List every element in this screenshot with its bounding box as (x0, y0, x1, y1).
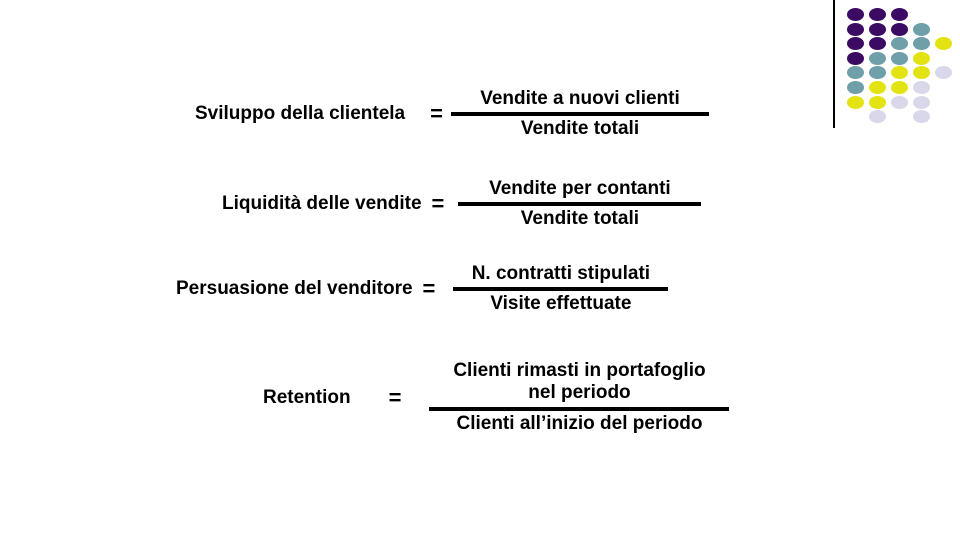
decorative-dot (913, 110, 930, 124)
fraction-bar (429, 406, 730, 411)
decorative-dot (847, 22, 864, 36)
fraction-numerator: N. contratti stipulati (471, 263, 651, 284)
formula-row-liquidita-delle-vendite: Liquidità delle vendite = Vendite per co… (222, 178, 702, 231)
vertical-divider-line (833, 0, 835, 128)
fraction-denominator: Clienti all’inizio del periodo (456, 412, 703, 434)
decorative-dot (935, 37, 952, 51)
formula-label: Retention (263, 386, 351, 408)
fraction-bar (453, 287, 669, 292)
dot-grid-icon (847, 8, 957, 126)
decorative-dot (891, 95, 908, 109)
decorative-dot (847, 51, 864, 65)
equals-sign: = (431, 191, 445, 217)
decorative-dot (913, 81, 930, 94)
decorative-dot (847, 95, 864, 109)
decorative-dot (869, 81, 886, 94)
decorative-dot (935, 66, 952, 80)
decorative-dot (869, 95, 886, 109)
decorative-dot (913, 51, 930, 65)
decorative-dot (869, 22, 886, 36)
formula-label: Liquidità delle vendite (222, 193, 422, 215)
decorative-dot (847, 8, 864, 21)
equals-sign: = (430, 101, 443, 127)
formula-row-persuasione-del-venditore: Persuasione del venditore = N. contratti… (176, 263, 669, 316)
decorative-dot (913, 95, 930, 109)
decorative-dot (869, 51, 886, 65)
fraction-denominator: Vendite totali (520, 208, 640, 230)
formula-row-retention: Retention = Clienti rimasti in portafogl… (263, 360, 730, 435)
equals-sign: = (422, 276, 436, 302)
formula-label: Sviluppo della clientela (195, 103, 406, 125)
decorative-dot (869, 8, 886, 21)
decorative-dot (847, 81, 864, 94)
fraction: N. contratti stipulati Visite effettuate (453, 263, 669, 316)
decorative-dot (891, 37, 908, 51)
decorative-dot (891, 51, 908, 65)
fraction-numerator-line2: nel periodo (528, 382, 631, 404)
decorative-dot (913, 22, 930, 36)
corner-decoration (833, 0, 960, 130)
decorative-dot (869, 66, 886, 80)
decorative-dot (869, 110, 886, 124)
decorative-dot (891, 8, 908, 21)
fraction-bar (458, 202, 702, 207)
fraction: Vendite a nuovi clienti Vendite totali (450, 88, 709, 141)
decorative-dot (847, 66, 864, 80)
fraction: Vendite per contanti Vendite totali (458, 178, 702, 231)
fraction-bar (450, 112, 709, 117)
fraction-numerator: Vendite per contanti (489, 178, 671, 199)
decorative-dot (913, 37, 930, 51)
decorative-dot (891, 66, 908, 80)
decorative-dot (869, 37, 886, 51)
formula-label: Persuasione del venditore (176, 278, 413, 300)
decorative-dot (891, 22, 908, 36)
fraction-denominator: Visite effettuate (490, 293, 632, 315)
decorative-dot (847, 37, 864, 51)
decorative-dot (913, 66, 930, 80)
fraction-numerator: Clienti rimasti in portafoglio (453, 360, 706, 381)
formula-row-sviluppo-della-clientela: Sviluppo della clientela = Vendite a nuo… (195, 88, 709, 141)
fraction-denominator: Vendite totali (520, 118, 640, 140)
fraction: Clienti rimasti in portafoglio nel perio… (429, 360, 730, 435)
decorative-dot (891, 81, 908, 94)
equals-sign: = (388, 384, 402, 410)
fraction-numerator: Vendite a nuovi clienti (480, 88, 680, 109)
